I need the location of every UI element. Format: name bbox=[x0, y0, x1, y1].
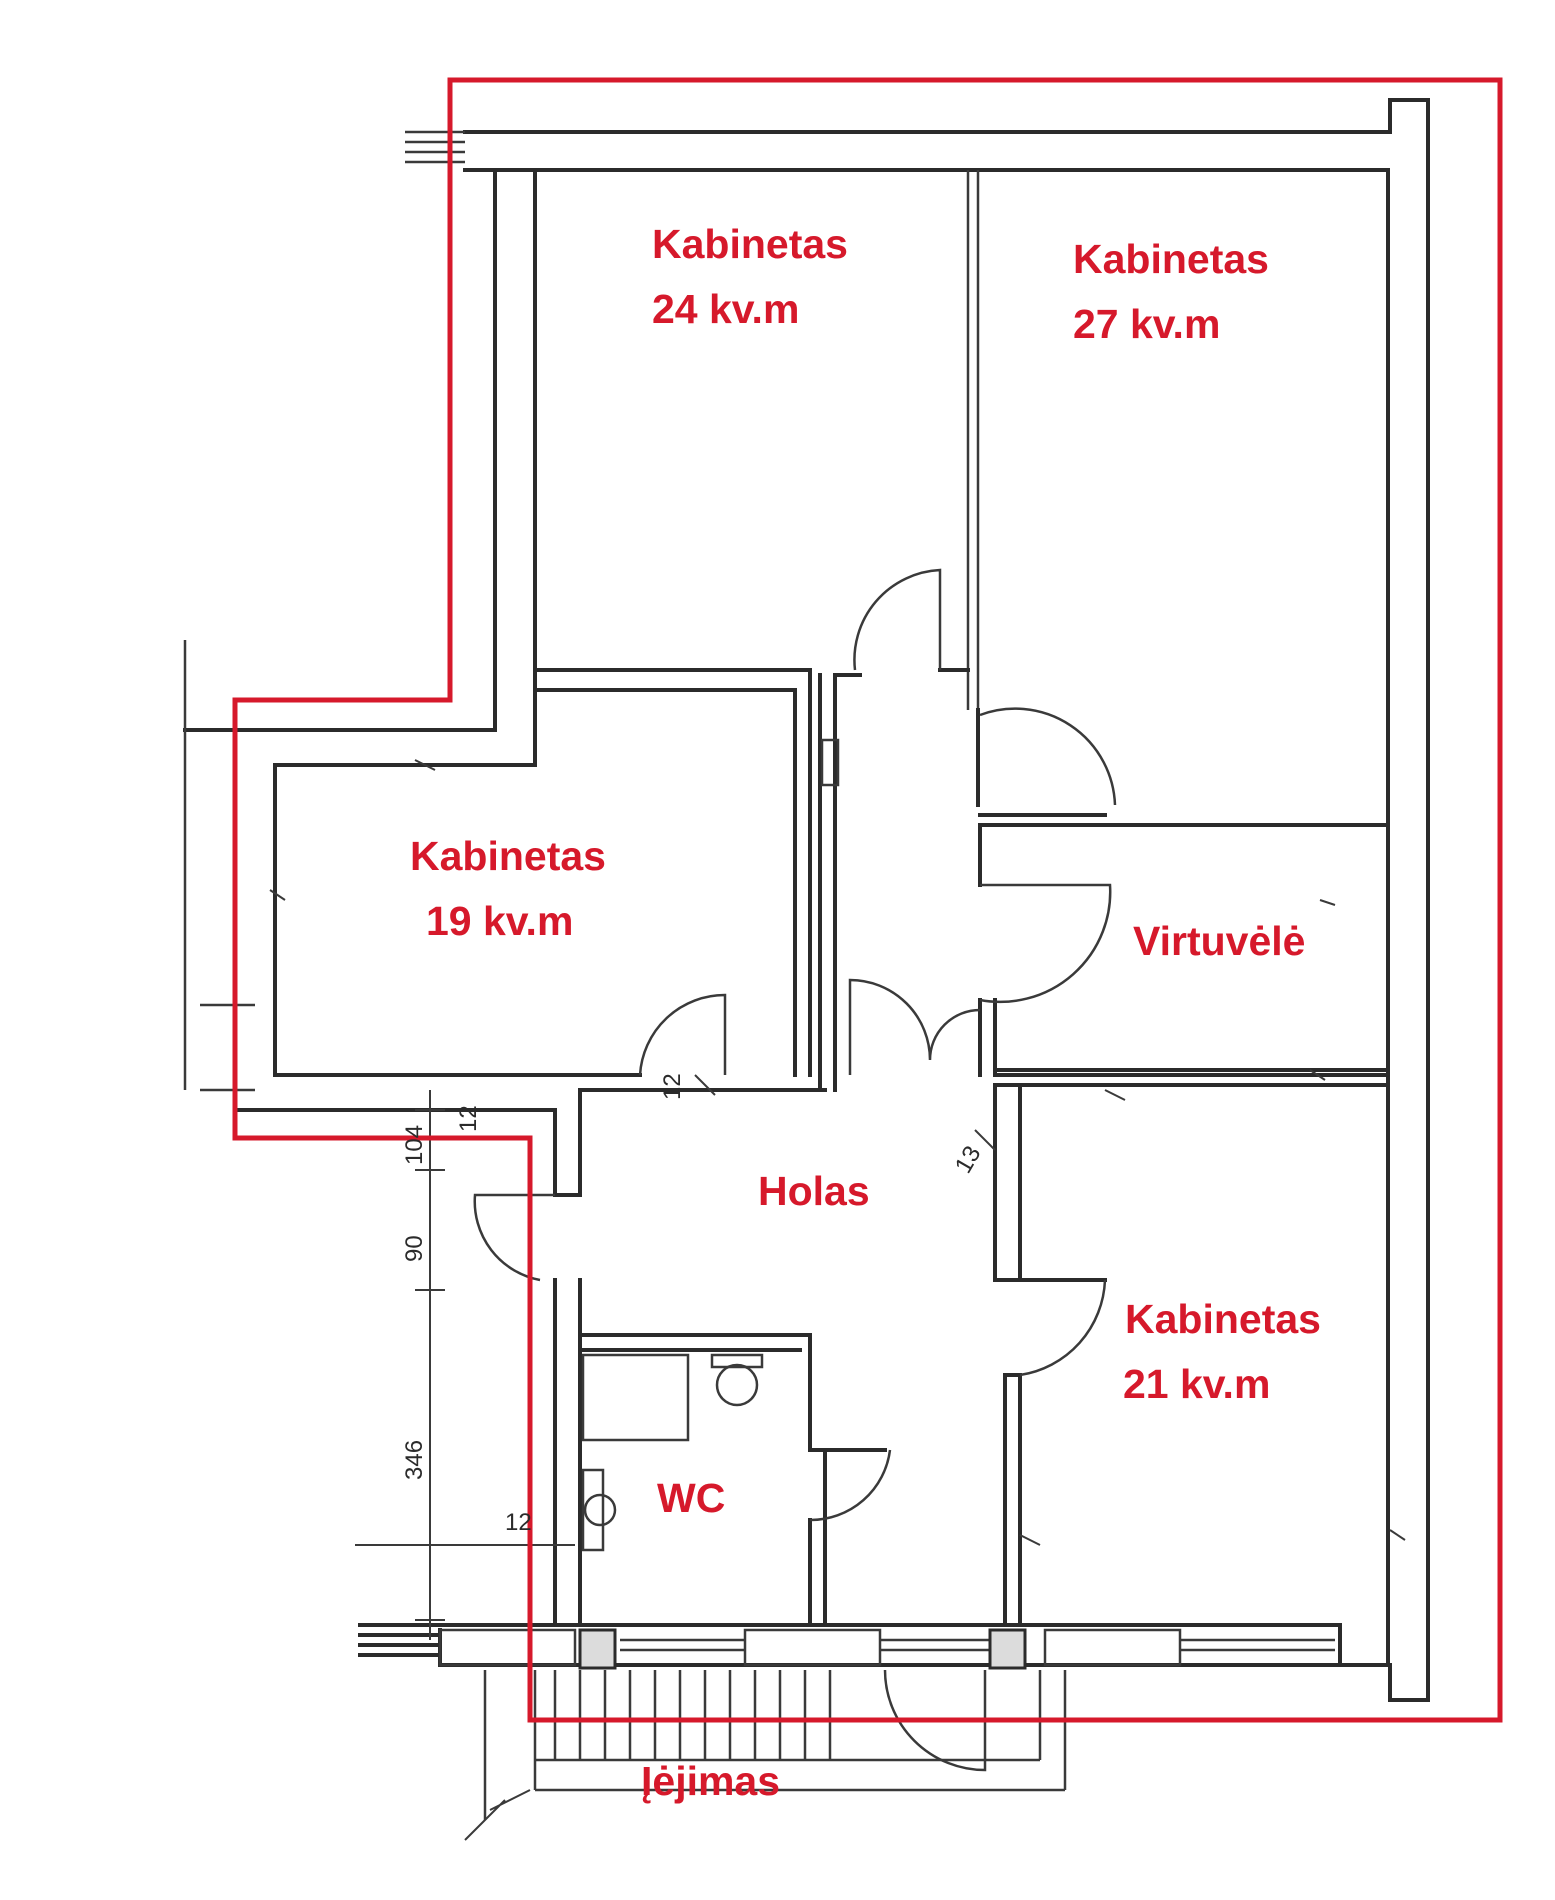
toilet-tank bbox=[710, 1353, 764, 1369]
bottom-outer-wall bbox=[358, 1623, 1392, 1702]
kitchen-bottom-wall bbox=[993, 1068, 1390, 1087]
room-label-kitchenette: Virtuvėlė bbox=[1133, 918, 1305, 964]
hall-partition bbox=[818, 673, 837, 1092]
dimension-label-1: 12 bbox=[659, 1073, 686, 1100]
room-label-wc: WC bbox=[657, 1475, 725, 1521]
left-protrusion-side-wall bbox=[233, 728, 277, 1092]
door-office-27 bbox=[979, 707, 1117, 806]
sink-counter bbox=[581, 1468, 605, 1552]
tick-marks bbox=[269, 759, 1406, 1546]
dimension-label-7: 13 bbox=[950, 1141, 987, 1178]
entrance-label: Įėjimas bbox=[641, 1758, 780, 1804]
premises-outline bbox=[232, 77, 1503, 1723]
bottom-window-bands bbox=[620, 1638, 1335, 1652]
doors bbox=[473, 568, 1117, 1772]
door-wc bbox=[809, 1449, 892, 1522]
room-label-office-19-name: Kabinetas bbox=[410, 833, 606, 879]
door-hall-left bbox=[473, 1193, 555, 1282]
door-hall-double bbox=[848, 978, 981, 1075]
corridor-stub bbox=[833, 668, 970, 677]
left-exterior-lines bbox=[183, 640, 255, 1092]
dimension-labels: 12 12 104 90 346 12 13 bbox=[401, 1073, 987, 1536]
room-label-hall: Holas bbox=[758, 1168, 870, 1214]
office-21-left-wall bbox=[993, 1083, 1107, 1627]
shower-tray bbox=[581, 1353, 690, 1442]
vertical-dimension-line bbox=[415, 1090, 445, 1640]
office-24-bottom-wall bbox=[533, 668, 812, 1077]
corridor-niche bbox=[820, 738, 840, 787]
dimension-lines bbox=[269, 759, 1406, 1841]
door-office-21 bbox=[1019, 1279, 1107, 1377]
room-label-office-21-area: 21 kv.m bbox=[1123, 1361, 1270, 1407]
entrance-stairs bbox=[483, 1670, 1067, 1820]
door-office-19 bbox=[638, 993, 727, 1076]
door-office-24 bbox=[853, 568, 942, 671]
room-label-office-24-area: 24 kv.m bbox=[652, 286, 799, 332]
bottom-window-frame-2 bbox=[743, 1628, 882, 1667]
bottom-window-frame-1 bbox=[438, 1628, 577, 1667]
left-protrusion-bottom-wall bbox=[233, 1073, 827, 1197]
door-kitchen bbox=[979, 883, 1112, 1004]
room-labels: Kabinetas 24 kv.m Kabinetas 27 kv.m Kabi… bbox=[410, 221, 1321, 1804]
sink-basin bbox=[583, 1493, 617, 1527]
walls bbox=[183, 98, 1430, 1820]
left-upper-wall bbox=[463, 168, 537, 767]
bottom-window-frame-3 bbox=[1043, 1628, 1182, 1667]
dimension-label-5: 346 bbox=[401, 1440, 428, 1480]
room-label-office-27-name: Kabinetas bbox=[1073, 236, 1269, 282]
door-entrance bbox=[883, 1669, 987, 1772]
dimension-label-4: 90 bbox=[401, 1235, 428, 1262]
office-24-right-partition bbox=[966, 170, 980, 710]
toilet-bowl bbox=[715, 1363, 759, 1407]
horizontal-extension-lines bbox=[355, 1544, 575, 1841]
office-27-left-wall bbox=[976, 708, 1390, 1077]
dimension-label-6: 12 bbox=[505, 1509, 532, 1536]
dimension-label-3: 104 bbox=[401, 1125, 428, 1165]
room-label-office-24-name: Kabinetas bbox=[652, 221, 848, 267]
top-outer-wall bbox=[463, 98, 1430, 1702]
room-label-office-21-name: Kabinetas bbox=[1125, 1296, 1321, 1342]
room-label-office-19-area: 19 kv.m bbox=[426, 898, 573, 944]
wall-hatch-1 bbox=[578, 1628, 617, 1670]
wall-hatch-2 bbox=[988, 1628, 1027, 1670]
room-label-office-27-area: 27 kv.m bbox=[1073, 301, 1220, 347]
dimension-label-2: 12 bbox=[455, 1105, 482, 1132]
wc-walls bbox=[553, 1278, 887, 1627]
wall-ticks-top bbox=[405, 130, 465, 164]
